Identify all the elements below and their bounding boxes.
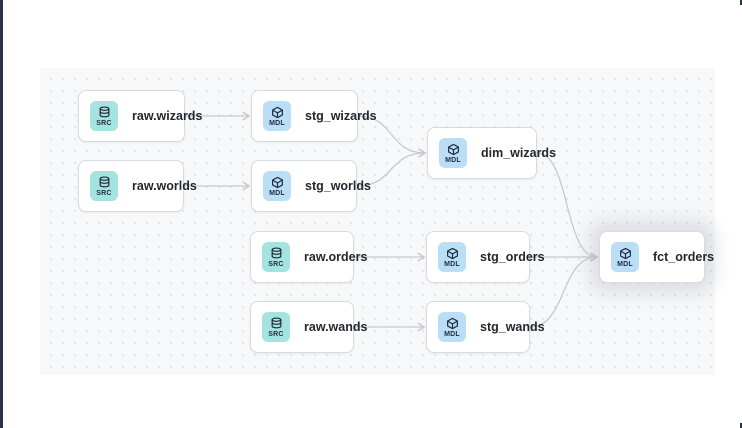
- node-raw_worlds[interactable]: SRC raw.worlds: [78, 160, 197, 212]
- database-icon: [98, 175, 111, 189]
- node-raw_wizards[interactable]: SRC raw.wizards: [78, 90, 202, 142]
- badge-label: SRC: [96, 189, 112, 197]
- node-raw_orders[interactable]: SRC raw.orders: [250, 231, 367, 283]
- mdl-badge: MDL: [263, 171, 291, 201]
- node-label: stg_orders: [480, 250, 545, 264]
- node-fct_orders[interactable]: MDL fct_orders: [599, 231, 714, 283]
- badge-label: SRC: [96, 119, 112, 127]
- database-icon: [270, 246, 283, 260]
- node-stg_orders[interactable]: MDL stg_orders: [426, 231, 545, 283]
- window-edge-strip: [0, 0, 3, 428]
- src-badge: SRC: [262, 312, 290, 342]
- mdl-badge: MDL: [438, 312, 466, 342]
- cube-icon: [446, 317, 459, 330]
- edge-stg_wands-to-fct_orders: [529, 252, 599, 328]
- badge-label: MDL: [269, 189, 285, 197]
- mdl-badge: MDL: [438, 242, 466, 272]
- mdl-badge: MDL: [263, 101, 291, 131]
- edge-stg_wizards-to-dim_wizards: [357, 115, 427, 158]
- badge-label: MDL: [444, 260, 460, 268]
- database-icon: [270, 316, 283, 330]
- node-label: stg_wizards: [305, 109, 377, 123]
- edge-stg_worlds-to-dim_wizards: [356, 148, 427, 187]
- src-badge: SRC: [90, 101, 118, 131]
- src-badge: SRC: [262, 242, 290, 272]
- badge-label: SRC: [268, 330, 284, 338]
- node-label: raw.wands: [304, 320, 368, 334]
- node-label: raw.worlds: [132, 179, 197, 193]
- node-stg_worlds[interactable]: MDL stg_worlds: [251, 160, 371, 212]
- badge-label: MDL: [269, 119, 285, 127]
- mdl-badge: MDL: [611, 242, 639, 272]
- badge-label: MDL: [445, 156, 461, 164]
- cube-icon: [271, 106, 284, 119]
- node-label: raw.orders: [304, 250, 368, 264]
- node-label: dim_wizards: [481, 146, 557, 160]
- node-stg_wizards[interactable]: MDL stg_wizards: [251, 90, 377, 142]
- src-badge: SRC: [90, 171, 118, 201]
- badge-label: SRC: [268, 260, 284, 268]
- node-label: fct_orders: [653, 250, 715, 264]
- cube-icon: [447, 143, 460, 156]
- cube-icon: [271, 176, 284, 189]
- node-stg_wands[interactable]: MDL stg_wands: [426, 301, 545, 353]
- node-label: stg_worlds: [305, 179, 371, 193]
- mdl-badge: MDL: [439, 138, 467, 168]
- badge-label: MDL: [617, 260, 633, 268]
- edge-layer: [184, 111, 599, 332]
- node-label: raw.wizards: [132, 109, 203, 123]
- database-icon: [98, 105, 111, 119]
- node-label: stg_wands: [480, 320, 545, 334]
- corner-mark-bottom: [740, 423, 742, 428]
- cube-icon: [446, 247, 459, 260]
- node-dim_wizards[interactable]: MDL dim_wizards: [427, 127, 556, 179]
- corner-mark-top: [740, 0, 742, 5]
- cube-icon: [619, 247, 632, 260]
- edge-dim_wizards-to-fct_orders: [536, 152, 599, 262]
- badge-label: MDL: [444, 330, 460, 338]
- node-raw_wands[interactable]: SRC raw.wands: [250, 301, 367, 353]
